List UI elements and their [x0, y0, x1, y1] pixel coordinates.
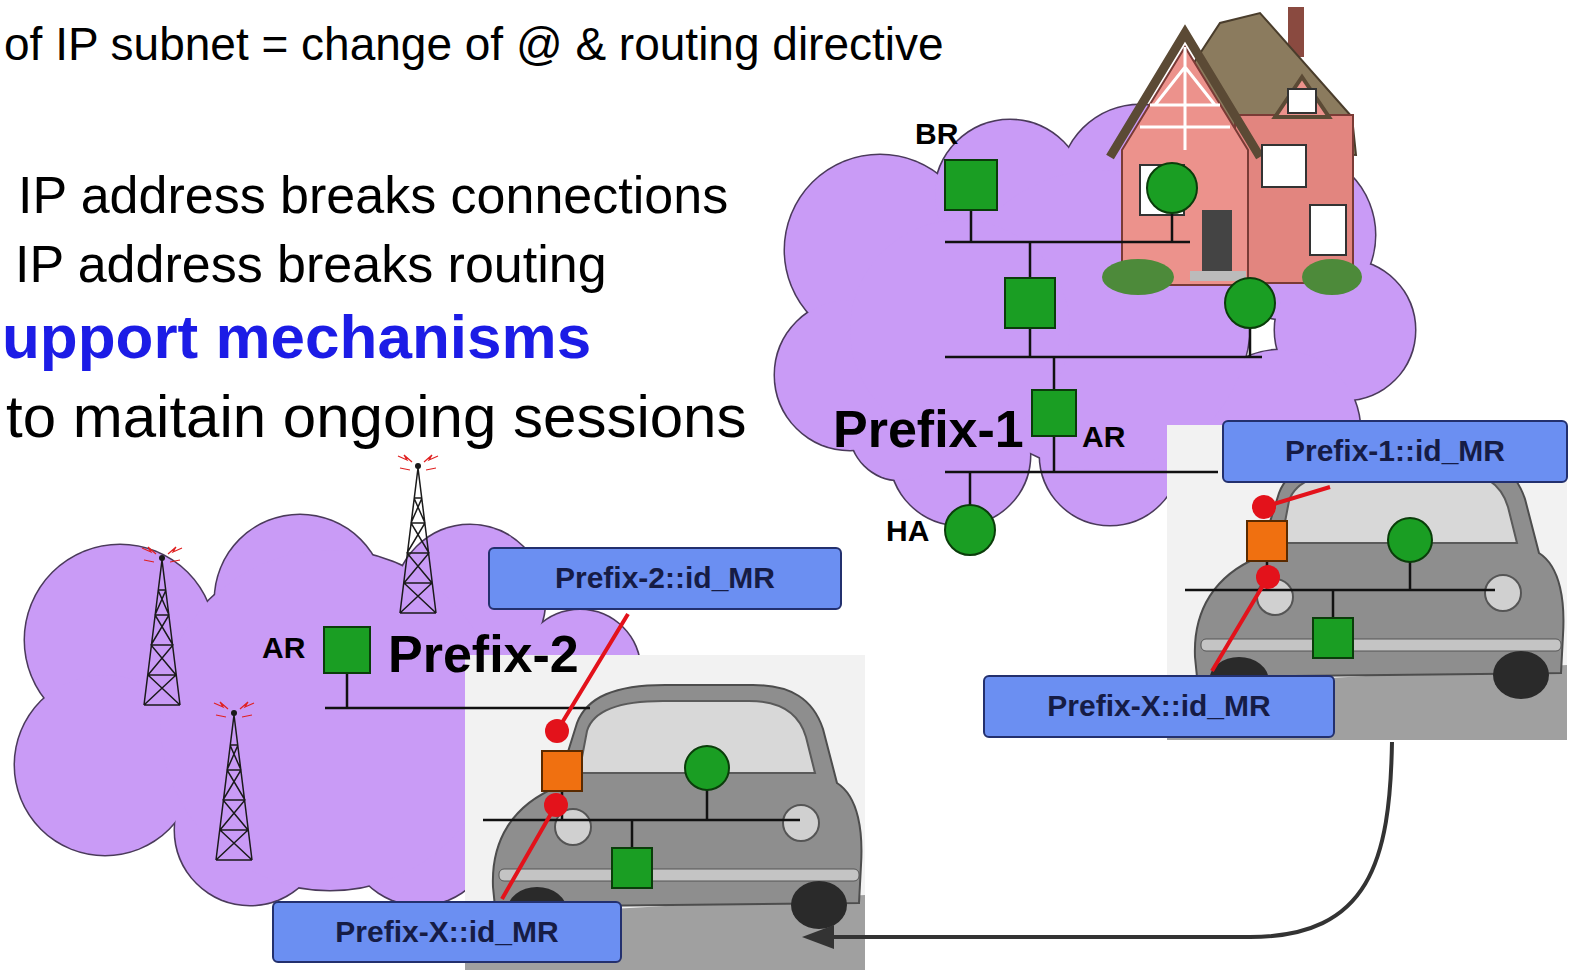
- address-box: Prefix-2::id_MR: [488, 547, 842, 610]
- label-holder: AR: [262, 633, 305, 663]
- car-picture: [465, 655, 865, 970]
- mobile-router-symbol: [542, 751, 582, 791]
- node-label: BR: [915, 119, 958, 149]
- node-label: AR: [262, 633, 305, 663]
- router-symbol: [945, 160, 997, 210]
- network-wire: [945, 471, 1218, 474]
- arrow-head: [802, 925, 834, 949]
- window: [1288, 89, 1316, 113]
- label-holder: of IP subnet = change of @ & routing dir…: [4, 21, 944, 67]
- address-box: Prefix-X::id_MR: [983, 675, 1335, 738]
- label-holder: upport mechanisms: [2, 306, 591, 368]
- car-picture: [1167, 425, 1567, 740]
- window: [1262, 145, 1306, 187]
- antenna-tower: [398, 455, 438, 613]
- address-text: Prefix-X::id_MR: [1047, 691, 1270, 721]
- prefix-name: Prefix-2: [388, 628, 579, 680]
- router-symbol: [324, 627, 370, 673]
- window: [1310, 205, 1346, 255]
- steps: [1190, 271, 1246, 281]
- antenna-tower: [142, 547, 182, 705]
- movement-arrow: [802, 742, 1392, 949]
- home-agent-symbol: [945, 505, 995, 555]
- section-heading: upport mechanisms: [2, 306, 591, 368]
- leader-line: [502, 487, 1330, 899]
- address-box: Prefix-X::id_MR: [272, 901, 622, 963]
- leader-lines: [502, 487, 1330, 899]
- interface-dot: [544, 793, 568, 817]
- host-symbol: [1388, 518, 1432, 562]
- interface-dot: [1252, 495, 1276, 519]
- router-symbol: [1032, 390, 1076, 436]
- house-picture: [1102, 7, 1362, 295]
- bullet-text: IP address breaks connections: [18, 169, 728, 221]
- label-holder: to maitain ongoing sessions: [6, 387, 746, 447]
- host-symbol: [1225, 278, 1275, 328]
- host-symbol: [1147, 163, 1197, 213]
- interface-dot: [1256, 565, 1280, 589]
- gable-roof: [1110, 33, 1260, 157]
- address-text: Prefix-X::id_MR: [335, 917, 558, 947]
- mobile-router-symbol: [1247, 521, 1287, 561]
- router-symbol: [612, 848, 652, 888]
- interface-dot: [545, 719, 569, 743]
- arrow-line: [832, 742, 1392, 937]
- cloud-lobe: [160, 550, 500, 890]
- label-holder: AR: [1082, 422, 1125, 452]
- bush: [1102, 259, 1174, 295]
- bush: [1302, 259, 1362, 295]
- bullet-text: of IP subnet = change of @ & routing dir…: [4, 21, 944, 67]
- network-wire: [325, 673, 590, 708]
- router-symbol: [1005, 278, 1055, 328]
- network-wire: [483, 790, 800, 848]
- label-holder: HA: [886, 516, 929, 546]
- dormer: [1275, 77, 1329, 117]
- prefix-name: Prefix-1: [833, 403, 1024, 455]
- label-holder: BR: [915, 119, 958, 149]
- node-label: AR: [1082, 422, 1125, 452]
- network-wire: [1185, 561, 1495, 618]
- label-holder: IP address breaks connections: [18, 169, 728, 221]
- address-text: Prefix-2::id_MR: [555, 563, 775, 593]
- address-text: Prefix-1::id_MR: [1285, 436, 1505, 466]
- timber-frame: [1140, 47, 1230, 150]
- node-label: HA: [886, 516, 929, 546]
- host-symbol: [685, 746, 729, 790]
- router-symbol: [1313, 618, 1353, 658]
- bullet-text: IP address breaks routing: [15, 238, 607, 290]
- address-box: Prefix-1::id_MR: [1222, 420, 1568, 483]
- cloud-lobe: [160, 550, 500, 890]
- access-network: [324, 472, 1218, 708]
- bullet-text: to maitain ongoing sessions: [6, 387, 746, 447]
- car-network: [483, 518, 1495, 888]
- gable-wall: [1122, 47, 1248, 285]
- door: [1202, 210, 1232, 272]
- antenna-tower: [214, 702, 254, 860]
- label-holder: IP address breaks routing: [15, 238, 607, 290]
